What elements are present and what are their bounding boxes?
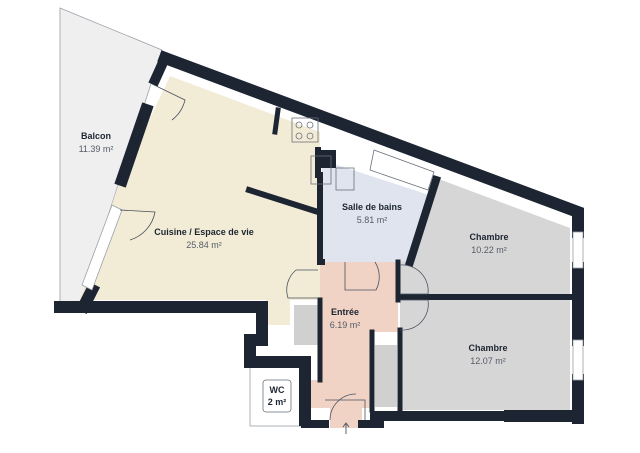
balcony-name: Balcon [81,131,111,141]
bedroom1-name: Chambre [469,232,508,242]
windows [81,204,584,381]
bedroom1-area-value: 10.22 m² [471,245,507,255]
bedroom2-area-value: 12.07 m² [470,356,506,366]
bathroom-name: Salle de bains [342,202,402,212]
entry-area-value: 6.19 m² [330,320,361,330]
storage-right [375,345,397,407]
bedroom1-area [400,178,570,294]
entry-name: Entrée [331,307,359,317]
living-area-value: 25.84 m² [186,240,222,250]
living-area [80,76,320,325]
bedroom2-name: Chambre [468,343,507,353]
living-name: Cuisine / Espace de vie [154,227,254,237]
walls [54,50,584,428]
bathroom-area-value: 5.81 m² [357,215,388,225]
bathroom-area [320,160,432,262]
doors [119,83,429,421]
wc-area-value: 2 m² [268,397,287,407]
storage-left [294,305,318,345]
sink-icon [310,155,355,191]
stove-icon [291,117,319,143]
balcony-area-value: 11.39 m² [79,144,114,154]
bathtub-icon [369,149,435,191]
entry-area [305,262,398,428]
wc-badge [262,379,292,413]
bedroom2-area [400,300,570,410]
entrance-arrow-icon [342,422,350,434]
wc-name: WC [270,385,285,395]
